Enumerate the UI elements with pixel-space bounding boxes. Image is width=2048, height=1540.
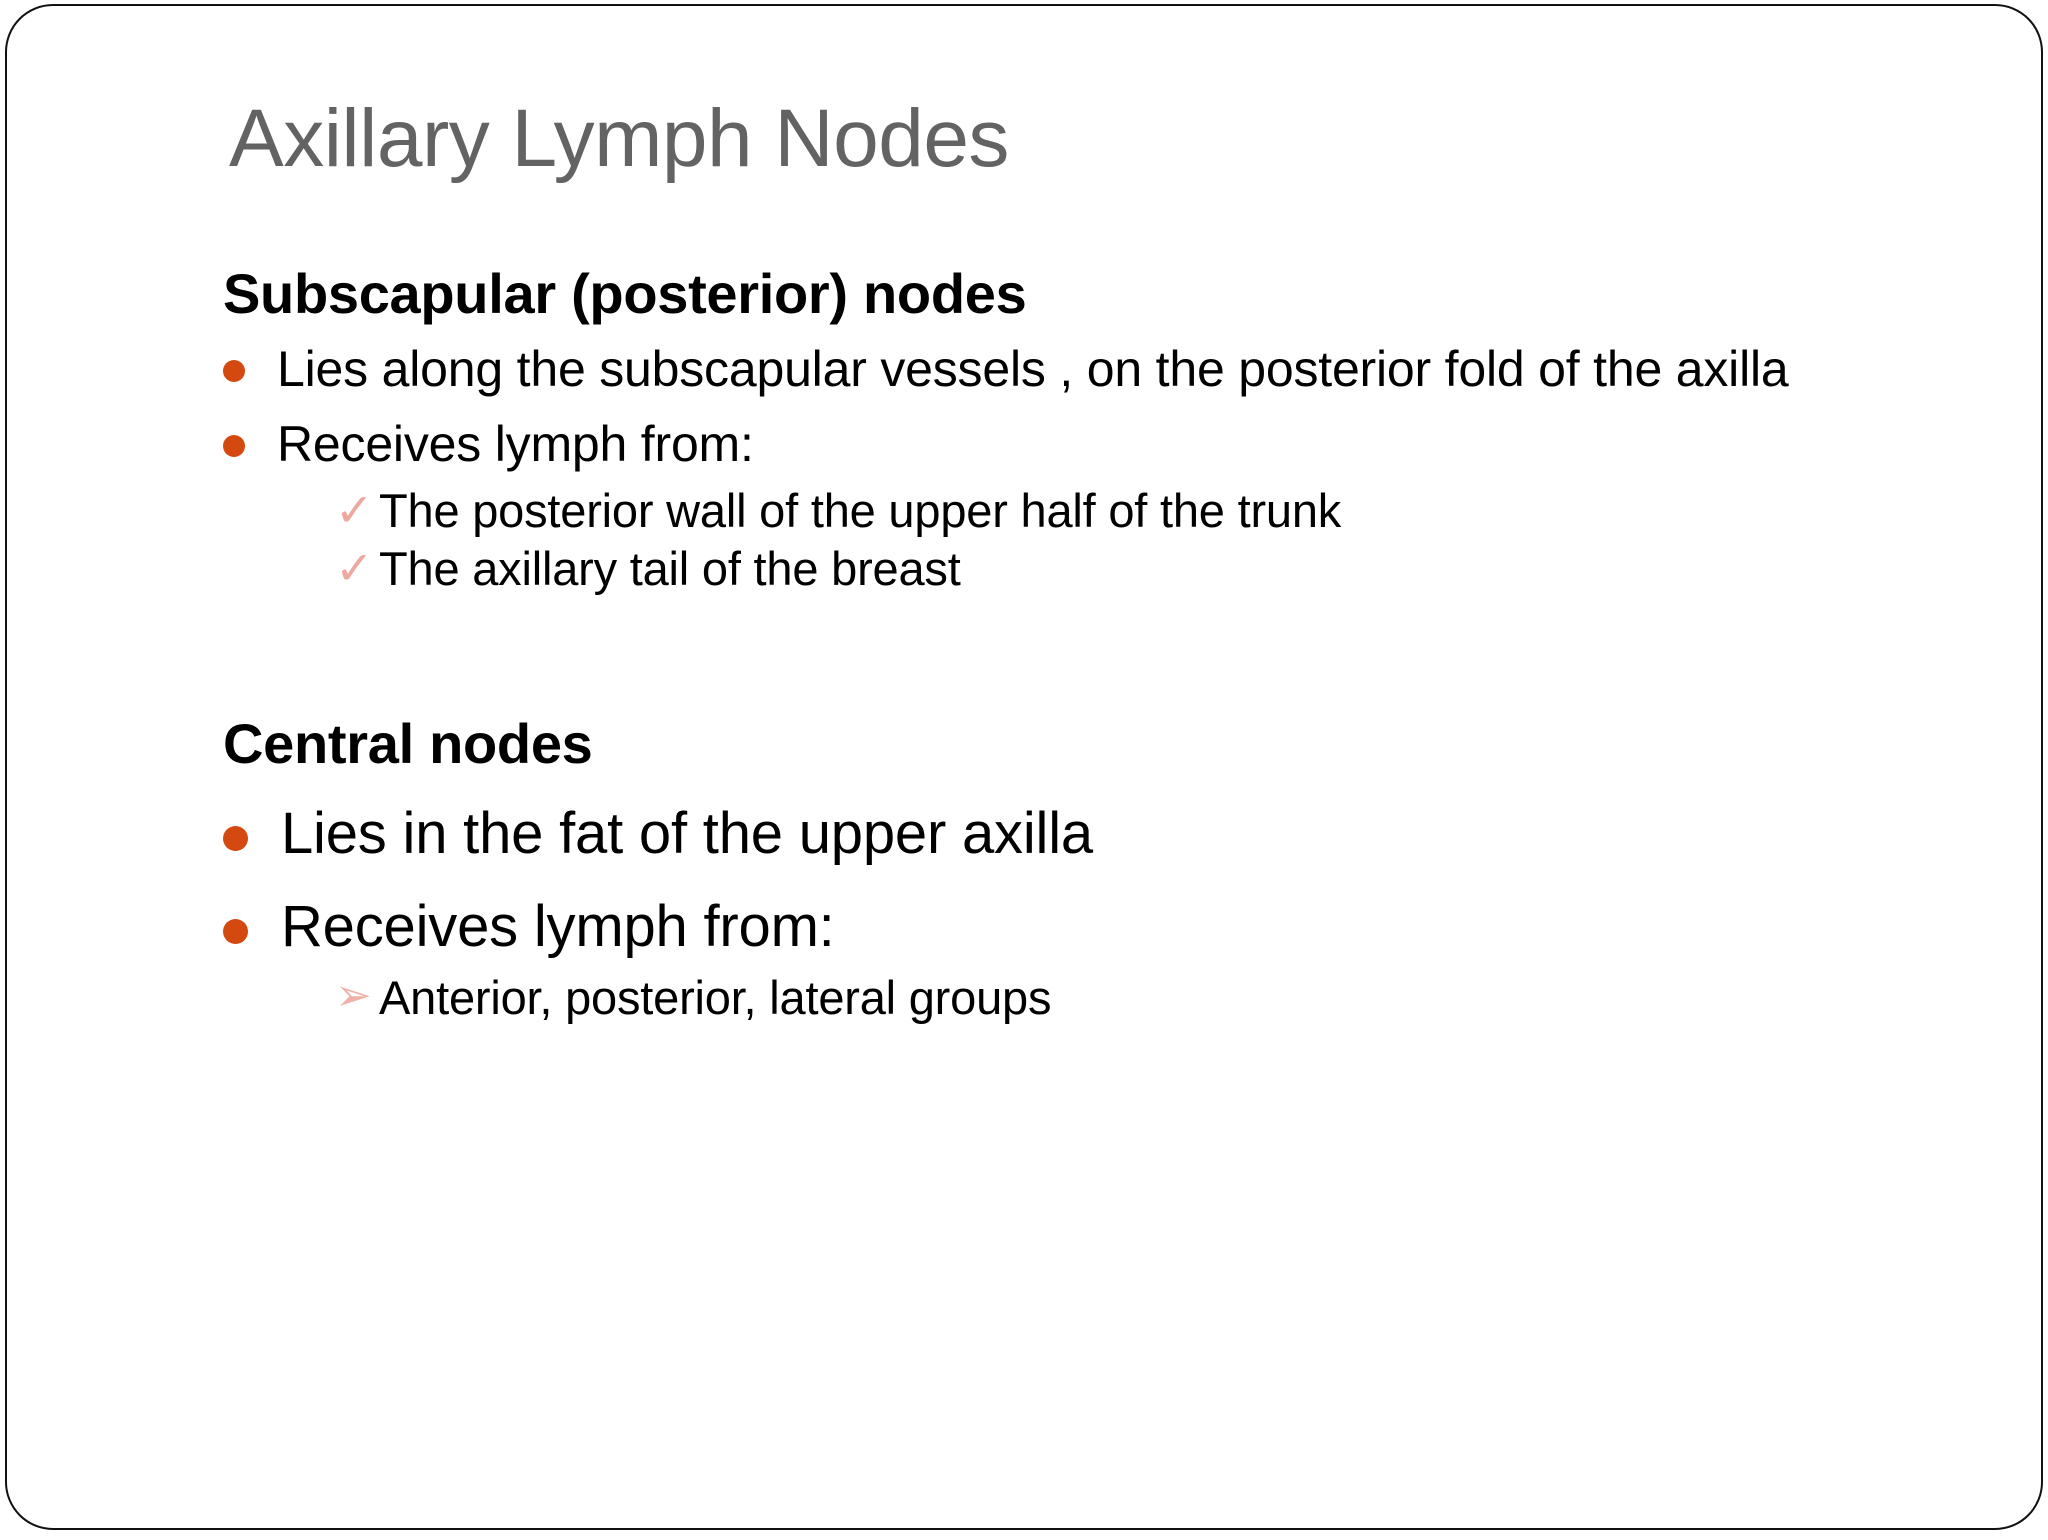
disc-bullet-icon (223, 340, 277, 383)
bullet-text: Receives lymph from: (277, 415, 754, 472)
sub-bullet-text: The posterior wall of the upper half of … (379, 484, 1342, 538)
bullet-text: Receives lymph from: (281, 893, 835, 959)
sub-bullet-item: ➢ Anterior, posterior, lateral groups (223, 970, 1983, 1025)
disc-bullet-icon (223, 801, 281, 851)
bullet-item: Lies along the subscapular vessels , on … (223, 340, 1983, 399)
disc-bullet-icon (223, 894, 281, 944)
check-icon: ✓ (335, 541, 374, 594)
bullet-item: Lies in the fat of the upper axilla (223, 801, 1983, 868)
section-heading-central: Central nodes (223, 712, 593, 776)
section-heading-subscapular: Subscapular (posterior) nodes (223, 262, 1027, 325)
bullet-item: Receives lymph from: (223, 894, 1983, 961)
disc-bullet-icon (223, 415, 277, 457)
slide-body: Subscapular (posterior) nodes Lies along… (223, 262, 1983, 1026)
sub-bullet-item: ✓ The posterior wall of the upper half o… (223, 483, 1983, 538)
sub-bullet-item: ✓ The axillary tail of the breast (223, 541, 1983, 596)
bullet-item: Receives lymph from: (223, 415, 1983, 474)
sub-bullet-text: Anterior, posterior, lateral groups (379, 971, 1052, 1025)
bullet-text: Lies along the subscapular vessels , on … (277, 341, 1789, 398)
bullet-text: Lies in the fat of the upper axilla (281, 800, 1093, 866)
slide-frame: Axillary Lymph Nodes Subscapular (poster… (5, 4, 2043, 1530)
arrowhead-icon: ➢ (335, 971, 372, 1021)
page-title: Axillary Lymph Nodes (229, 93, 1009, 184)
sub-bullet-text: The axillary tail of the breast (379, 541, 961, 595)
check-icon: ✓ (335, 484, 374, 537)
